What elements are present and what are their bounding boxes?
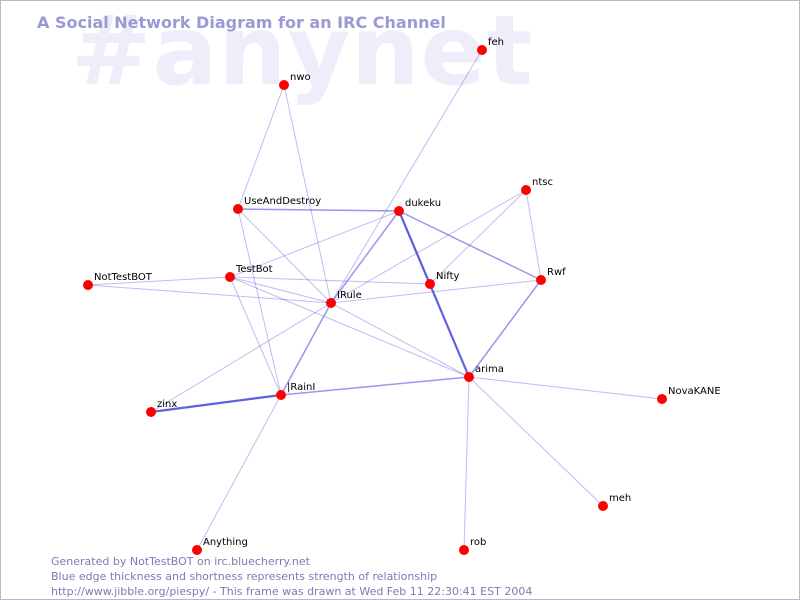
node-UseAndDestroy: UseAndDestroy [233,196,321,214]
node-dot [326,298,336,308]
node-Nifty: Nifty [425,271,460,289]
node-NovaKANE: NovaKANE [657,386,721,404]
node-dukeku: dukeku [394,198,441,216]
edge-dukeku-arima [397,210,471,378]
edge-dukeku-TestBot [229,210,400,278]
node-meh: meh [598,493,631,511]
node-dot [657,394,667,404]
footer-legend-note: Blue edge thickness and shortness repres… [51,570,438,583]
edge-ntsc-Nifty [429,189,527,285]
node-IRule: IRule [326,290,362,308]
node-arima: arima [464,364,504,382]
node-label: Anything [203,537,248,548]
node-zinx: zinx [146,399,177,417]
edge-layer [87,49,663,551]
edge-TestBot-arima [229,276,470,378]
node-label: Rwf [547,267,566,278]
node-ntsc: ntsc [521,177,553,195]
node-label: TestBot [235,264,273,275]
node-dot [276,390,286,400]
edge-IRule-zinx [150,302,332,413]
node-Rwf: Rwf [536,267,566,285]
edge-IRule-arima [330,302,470,378]
node-label: feh [488,37,504,48]
node-dot [598,501,608,511]
edge-TestBot-Nifty [229,276,431,285]
edge-NotTestBOT-IRule [87,284,332,304]
node-dot [83,280,93,290]
edge-arima-NovaKANE [468,376,663,400]
node-label: ntsc [532,177,553,188]
footer-generated-by: Generated by NotTestBOT on irc.bluecherr… [51,555,310,568]
node-dot [146,407,156,417]
node-label: rob [470,537,486,548]
edge-IRainI-Anything [196,394,282,551]
edge-IRule-IRainI [280,302,332,396]
edge-TestBot-IRainI [229,276,282,396]
edge-TestBot-IRule [229,276,332,304]
node-label: |RainI [287,382,315,393]
node-label: UseAndDestroy [244,196,321,207]
node-label: zinx [157,399,177,410]
diagram-title: A Social Network Diagram for an IRC Chan… [37,13,446,32]
node-label: IRule [337,290,362,301]
node-NotTestBOT: NotTestBOT [83,272,153,290]
node-TestBot: TestBot [225,264,273,282]
edge-dukeku-IRule [330,210,400,304]
footer-url-timestamp: http://www.jibble.org/piespy/ - This fra… [51,585,533,598]
node-IRainI: |RainI [276,382,315,400]
node-dot [192,545,202,555]
node-label: meh [609,493,631,504]
node-label: Nifty [436,271,460,282]
node-dot [477,45,487,55]
edge-NotTestBOT-TestBot [87,276,231,286]
edge-arima-meh [468,376,604,507]
node-rob: rob [459,537,486,555]
footer: Generated by NotTestBOT on irc.bluecherr… [51,554,532,599]
edge-UseAndDestroy-IRule [237,208,332,304]
edge-ntsc-Rwf [525,189,542,281]
edge-arima-IRainI [280,376,470,396]
edge-nwo-IRule [283,84,332,304]
node-label: arima [475,364,504,375]
edge-IRainI-zinx [150,393,282,414]
node-dot [464,372,474,382]
node-dot [233,204,243,214]
node-dot [521,185,531,195]
edge-dukeku-Rwf [398,210,542,281]
node-Anything: Anything [192,537,248,555]
node-dot [425,279,435,289]
node-label: NovaKANE [668,386,721,397]
node-label: dukeku [405,198,441,209]
edge-Rwf-arima [468,279,542,378]
edge-ntsc-IRule [330,189,527,304]
edge-IRule-Rwf [330,279,542,304]
edge-UseAndDestroy-dukeku [237,208,400,212]
edge-nwo-UseAndDestroy [237,84,285,210]
node-dot [536,275,546,285]
node-dot [279,80,289,90]
node-nwo: nwo [279,72,311,90]
node-dot [394,206,404,216]
node-dot [459,545,469,555]
edge-feh-IRule [330,49,483,304]
edge-UseAndDestroy-IRainI [237,208,282,396]
node-feh: feh [477,37,504,55]
edge-arima-rob [463,376,470,551]
node-label: NotTestBOT [94,272,153,283]
node-dot [225,272,235,282]
node-label: nwo [290,72,311,83]
